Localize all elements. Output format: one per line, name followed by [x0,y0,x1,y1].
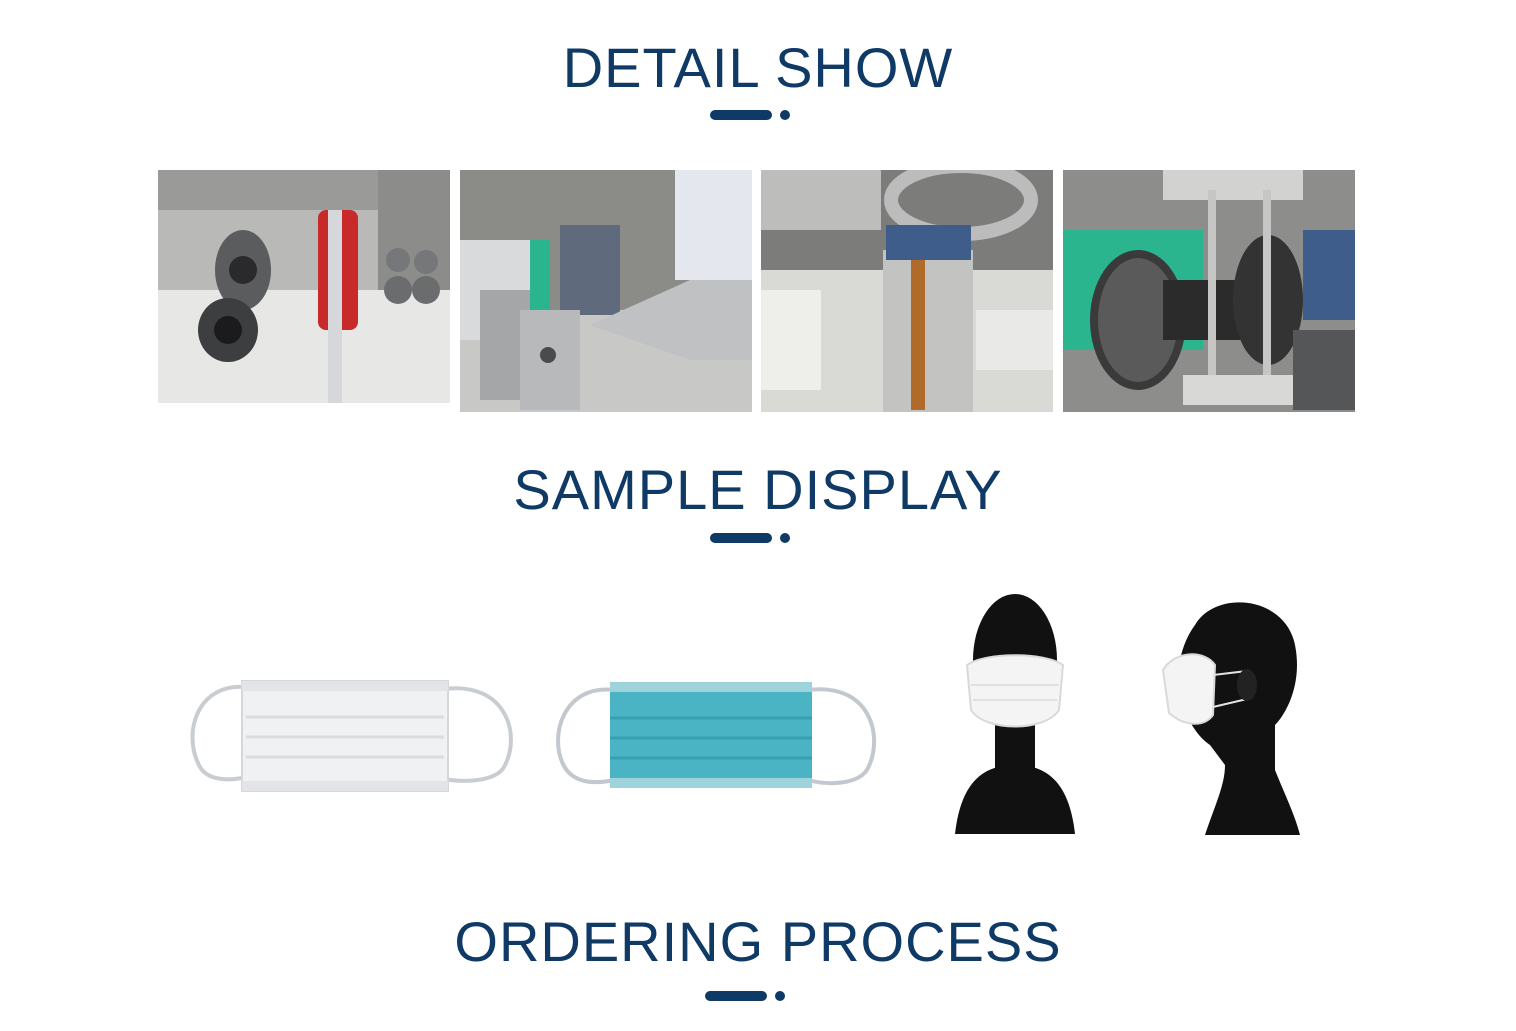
machine-roller-photo [158,170,450,403]
welding-wheel-photo [761,170,1053,412]
mannequin-side-photo [1155,595,1305,835]
detail-show-title: DETAIL SHOW [562,36,954,99]
divider-dot [780,533,790,543]
white-mask-photo [186,675,518,797]
ordering-process-title: ORDERING PROCESS [454,910,1062,973]
divider-bar [710,533,772,543]
ultrasonic-welder-photo [460,170,752,412]
sample-display-title: SAMPLE DISPLAY [513,458,1003,521]
title-divider [705,991,787,1001]
divider-bar [710,110,772,120]
embossing-roller-photo [1063,170,1355,412]
title-divider [710,110,792,120]
mannequin-front-photo [955,590,1075,834]
title-divider [710,533,792,543]
divider-bar [705,991,767,1001]
blue-mask-photo [554,676,878,794]
divider-dot [780,110,790,120]
divider-dot [775,991,785,1001]
